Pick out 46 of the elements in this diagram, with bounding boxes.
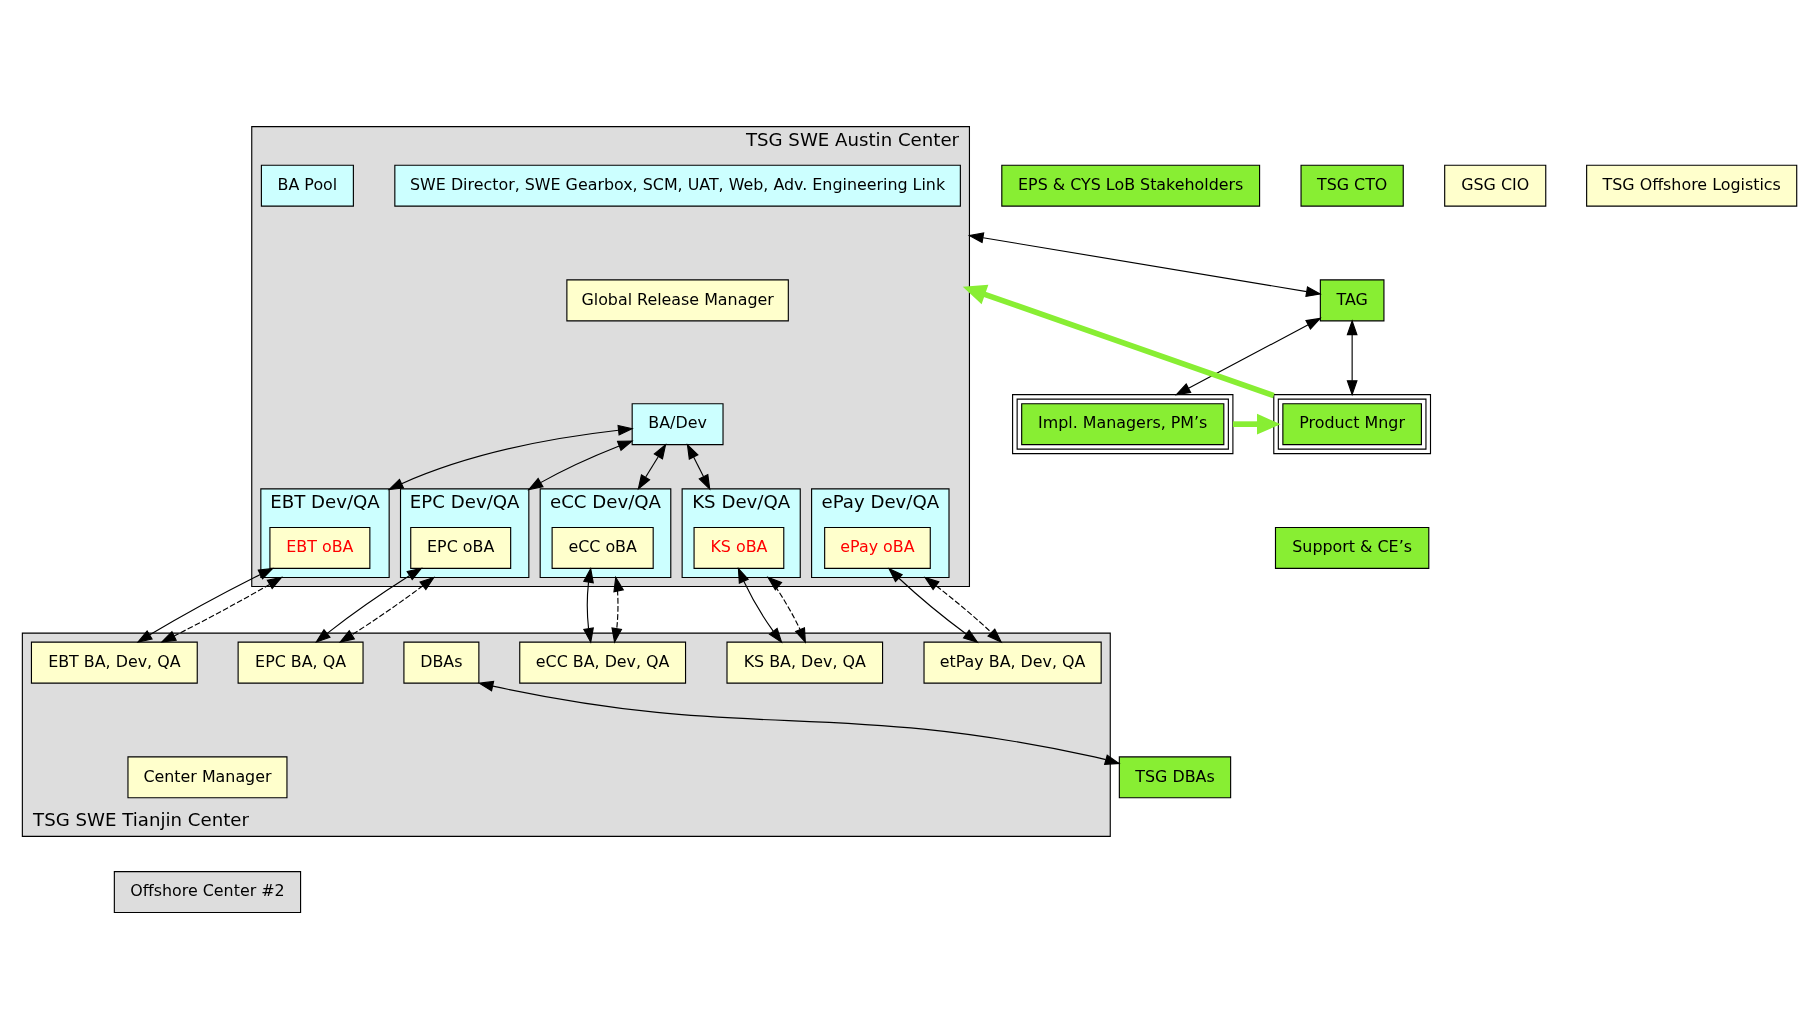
- arrow: [887, 567, 979, 644]
- node-box: SWE Director, SWE Gearbox, SCM, UAT, Web, Adv. Engineering Link: [394, 164, 961, 207]
- arrow: [967, 232, 1322, 298]
- arrow: [136, 567, 275, 643]
- arrow: [527, 440, 634, 491]
- node-box: eCC BA, Dev, QA: [519, 641, 687, 684]
- node-box: KS BA, Dev, QA: [726, 641, 884, 684]
- node-box: Offshore Center #2: [113, 871, 302, 914]
- arrow: [477, 680, 1121, 765]
- node-box: BA/Dev: [631, 403, 724, 446]
- arrow: [387, 424, 634, 491]
- arrow: [686, 443, 711, 491]
- node-box: eCC oBA: [551, 526, 654, 569]
- node-box: etPay BA, Dev, QA: [923, 641, 1102, 684]
- node-box: TAG: [1319, 279, 1385, 322]
- node-box: Global Release Manager: [566, 279, 789, 322]
- node-box: Product Mngr: [1273, 394, 1432, 455]
- arrow: [338, 576, 436, 643]
- node-box: DBAs: [403, 641, 480, 684]
- node-box: EBT BA, Dev, QA: [30, 641, 198, 684]
- node-box: ePay oBA: [824, 526, 931, 569]
- node-box: KS oBA: [693, 526, 785, 569]
- arrow: [160, 576, 283, 643]
- arrow: [766, 576, 807, 644]
- arrow: [737, 567, 783, 644]
- node-box: TSG CTO: [1300, 164, 1404, 207]
- arrow: [1232, 413, 1281, 435]
- arrow: [1174, 317, 1322, 396]
- node-box: EBT oBA: [269, 526, 371, 569]
- arrow: [315, 567, 423, 644]
- node-box: Center Manager: [127, 756, 288, 799]
- node-box: EPS & CYS LoB Stakeholders: [1001, 164, 1261, 207]
- node-box: TSG Offshore Logistics: [1586, 164, 1798, 207]
- node-box: EPC BA, QA: [237, 641, 364, 684]
- node-box: GSG CIO: [1444, 164, 1547, 207]
- arrow: [637, 443, 667, 491]
- arrow: [1346, 319, 1358, 397]
- arrow: [923, 576, 1003, 644]
- arrow: [582, 566, 594, 644]
- node-box: BA Pool: [260, 164, 354, 207]
- arrow: [611, 575, 625, 644]
- node-box: Support & CE’s: [1274, 526, 1430, 569]
- arrow: [962, 284, 1275, 399]
- node-box: Impl. Managers, PM’s: [1012, 394, 1234, 455]
- node-box: TSG DBAs: [1118, 756, 1232, 799]
- node-box: EPC oBA: [410, 526, 512, 569]
